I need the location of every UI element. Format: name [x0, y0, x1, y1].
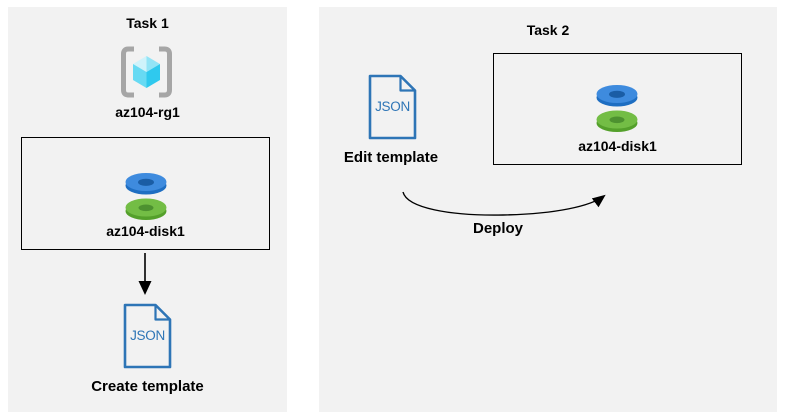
task1-disk-box [21, 137, 270, 250]
task2-disk-label: az104-disk1 [578, 138, 657, 154]
curved-arrow-icon [398, 183, 620, 221]
task1-title: Task 1 [126, 15, 169, 31]
resource-group-label: az104-rg1 [115, 104, 180, 120]
json-file-icon: JSON [368, 74, 417, 140]
create-template-label: Create template [91, 378, 204, 395]
managed-disk-icon [119, 170, 173, 220]
json-file-type-text: JSON [130, 328, 165, 343]
deploy-label: Deploy [472, 220, 523, 237]
down-arrow-icon [135, 252, 155, 296]
edit-template-label: Edit template [343, 149, 439, 166]
json-file-type-text: JSON [375, 99, 410, 114]
managed-disk-icon [590, 82, 644, 132]
task2-panel [319, 7, 777, 412]
task2-disk-box [493, 53, 742, 165]
json-file-icon: JSON [123, 303, 172, 369]
task1-disk-label: az104-disk1 [106, 223, 185, 239]
task2-title: Task 2 [526, 22, 570, 38]
resource-group-icon [118, 44, 175, 100]
